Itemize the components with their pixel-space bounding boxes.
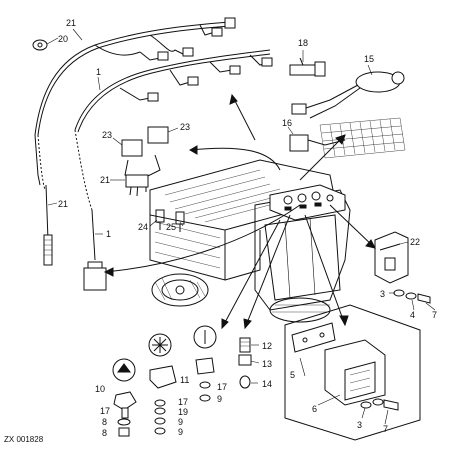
callout-1-left: 1 <box>106 229 111 239</box>
callout-25: 25 <box>166 222 176 232</box>
wiring-harness-1 <box>74 49 273 291</box>
callout-11: 11 <box>180 375 189 385</box>
tractor-body <box>149 159 351 323</box>
temperature-sensor-24 <box>155 209 165 230</box>
callout-23-right: 23 <box>180 122 190 132</box>
callout-14: 14 <box>262 379 272 389</box>
fastener-set-upper <box>393 289 431 304</box>
callout-4: 4 <box>410 310 415 320</box>
callout-7-lower: 7 <box>383 424 388 434</box>
callout-9-mid-b: 9 <box>178 427 183 437</box>
wiring-mesh <box>319 117 406 159</box>
callout-15: 15 <box>364 54 374 64</box>
callout-5: 5 <box>290 370 295 380</box>
instrument-panel <box>269 184 346 221</box>
callout-9-mid-a: 9 <box>178 417 183 427</box>
callout-12: 12 <box>262 341 272 351</box>
callout-20: 20 <box>58 34 68 44</box>
mounting-bracket-22 <box>374 231 409 284</box>
harness-21-lead <box>37 134 53 266</box>
callout-8-upper: 8 <box>102 417 107 427</box>
wiring-harness-21 <box>32 17 236 186</box>
callout-21-left: 21 <box>58 199 68 209</box>
callout-labels: 21 20 1 18 15 16 23 23 21 24 25 21 1 22 … <box>58 18 437 438</box>
fastener-stack-mid <box>154 399 166 435</box>
detail-inset-module <box>284 304 421 441</box>
callout-9-right: 9 <box>217 394 222 404</box>
callout-19: 19 <box>178 407 188 417</box>
fastener-stack-left <box>117 418 131 437</box>
pointer-arrows <box>103 93 376 330</box>
callout-21-mid: 21 <box>100 175 110 185</box>
callout-23-left: 23 <box>102 130 112 140</box>
switch-knob <box>193 325 217 375</box>
sender-18 <box>289 57 326 77</box>
callout-1-top: 1 <box>96 67 101 77</box>
callout-24: 24 <box>138 222 148 232</box>
wiper-switch-10 <box>112 358 137 419</box>
callout-3-upper: 3 <box>380 289 385 299</box>
ignition-switch-15 <box>291 71 405 119</box>
callout-3-lower: 3 <box>357 420 362 430</box>
callout-17-right: 17 <box>217 382 227 392</box>
drawing-reference: ZX 001828 <box>4 435 44 444</box>
callout-6: 6 <box>312 404 317 414</box>
light-switch-11 <box>148 333 177 389</box>
callout-18: 18 <box>298 38 308 48</box>
indicator-lamp-assembly <box>238 337 252 389</box>
callout-17-mid: 17 <box>178 397 188 407</box>
fastener-stack-right <box>199 381 211 402</box>
callout-7-upper: 7 <box>432 310 437 320</box>
callout-21-top: 21 <box>66 18 76 28</box>
leader-lines <box>46 28 436 425</box>
callout-16: 16 <box>282 118 292 128</box>
callout-10: 10 <box>95 384 105 394</box>
callout-22: 22 <box>410 237 420 247</box>
callout-8-lower: 8 <box>102 428 107 438</box>
callout-17-left: 17 <box>100 406 110 416</box>
cable-clamp-20 <box>32 39 48 51</box>
callout-13: 13 <box>262 359 272 369</box>
relay-assembly-23 <box>121 126 169 197</box>
